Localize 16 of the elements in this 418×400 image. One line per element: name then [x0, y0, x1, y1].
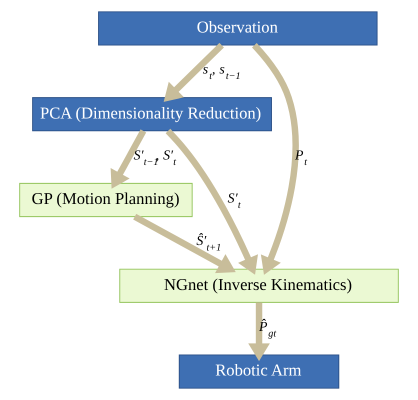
edge-label: Ŝ′$_{t+1}$: [196, 233, 222, 254]
edge-label: P$_{t}$: [295, 147, 308, 168]
arrow: [248, 302, 270, 362]
node-box: PCA (Dimensionality Reduction): [32, 97, 272, 132]
node-box: Robotic Arm: [178, 354, 340, 389]
edge-label: P̂$_{gt}$: [259, 318, 276, 340]
node-box: GP (Motion Planning): [19, 182, 193, 218]
arrow: [110, 129, 146, 189]
edge-label: s$_{t}$, s$_{t−1}$: [202, 62, 241, 82]
arrow: [252, 43, 299, 275]
node-box: Observation: [98, 11, 378, 46]
arrow: [133, 214, 236, 274]
arrow: [164, 42, 224, 102]
arrow: [166, 128, 258, 275]
edge-label: S′$_{t}$: [228, 190, 241, 211]
node-box: NGnet (Inverse Kinematics): [119, 268, 399, 303]
